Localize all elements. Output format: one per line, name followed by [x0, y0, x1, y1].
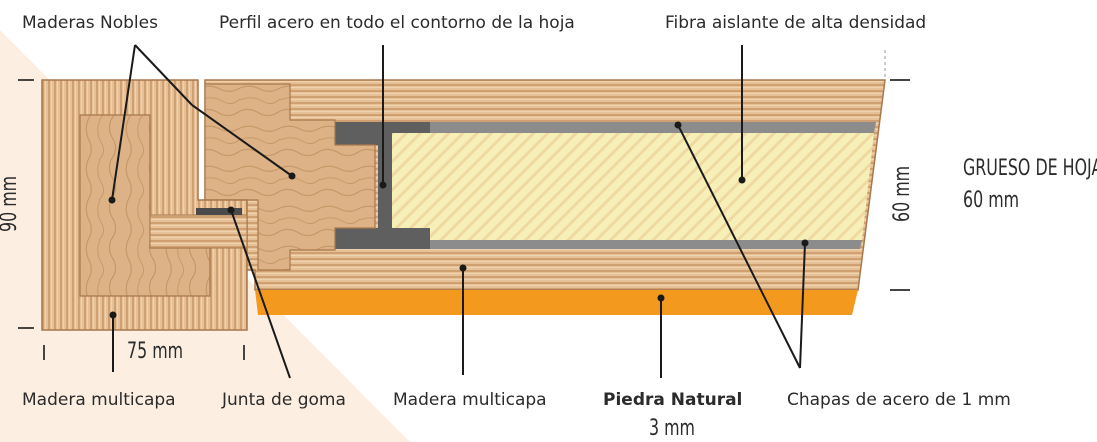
dim-75-label: 75 mm — [127, 339, 184, 364]
label-piedra-thickness: 3 mm — [649, 416, 695, 441]
grueso-value: 60 mm — [963, 188, 1020, 213]
leader-dots — [108, 121, 809, 319]
grueso-title: GRUESO DE HOJA — [963, 156, 1097, 181]
steel-plate-bottom — [335, 240, 862, 249]
dim-90-label: 90 mm — [0, 175, 22, 232]
label-fibra-aislante: Fibra aislante de alta densidad — [665, 13, 927, 33]
label-chapas-acero: Chapas de acero de 1 mm — [787, 390, 1011, 410]
label-madera-multicapa-mid: Madera multicapa — [393, 390, 547, 410]
frame-step — [149, 214, 248, 249]
label-junta-goma: Junta de goma — [222, 390, 346, 410]
leader-lines — [111, 44, 806, 379]
dim-60-label: 60 mm — [890, 165, 915, 222]
insulation — [390, 133, 874, 240]
steel-plate-top — [335, 122, 876, 133]
label-madera-multicapa-left: Madera multicapa — [22, 390, 176, 410]
rubber-gasket — [196, 208, 242, 215]
label-piedra-natural: Piedra Natural — [603, 390, 743, 410]
label-maderas-nobles: Maderas Nobles — [22, 13, 158, 33]
stone-layer — [255, 290, 858, 315]
dimension-marks — [18, 79, 910, 360]
label-perfil-acero: Perfil acero en todo el contorno de la h… — [219, 13, 575, 33]
